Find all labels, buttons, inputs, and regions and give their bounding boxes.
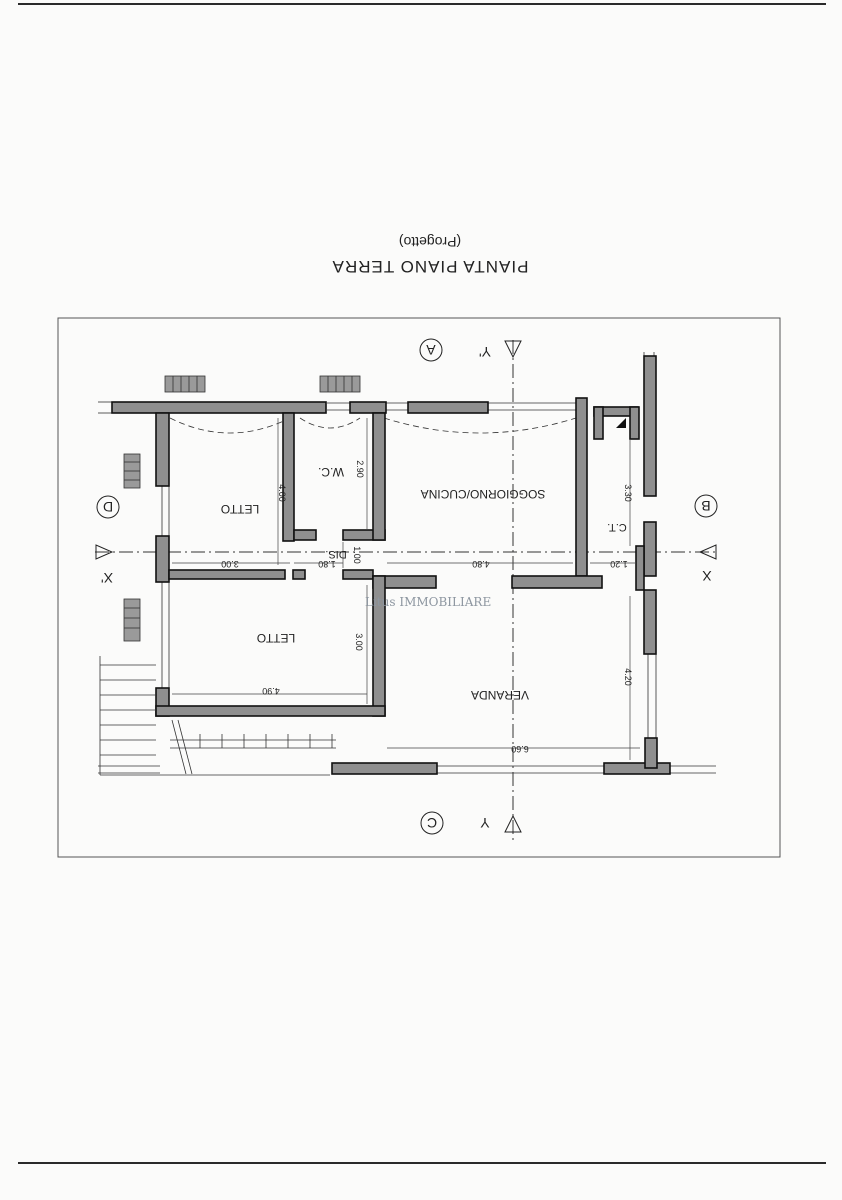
room-letto-top: LETTO [221,502,259,516]
section-a-circle [419,338,443,362]
drawing-frame [57,317,781,858]
radiators [123,375,361,642]
top-rule [18,3,826,5]
section-d-circle [96,495,120,519]
window-lines [98,352,716,774]
chimney-mark [616,418,626,428]
section-a-label: A [426,342,436,358]
axis-y-top-label: Y' [479,344,491,360]
section-d-label: D [103,499,113,515]
watermark-litus-immobiliare: Litus IMMOBILIARE [365,595,491,609]
dim-300a: 3.00 [221,559,239,569]
room-dis: DIS. [325,548,346,560]
room-labels: LETTO W.C. SOGGIORNO/CUCINA DIS. LETTO V… [221,465,627,702]
room-veranda: VERANDA [471,688,529,702]
dim-180: 1.80 [318,559,336,569]
section-c-circle [420,811,444,835]
section-b-label: B [701,498,710,514]
axis-y-top-marker [504,340,522,359]
section-b-circle [694,494,718,518]
axis-x-left-marker [95,544,114,560]
dim-330: 3.30 [623,484,633,502]
walls [111,355,671,775]
axis-x-right-label: X [702,568,712,584]
dim-120: 1.20 [610,559,628,569]
bottom-rule [18,1162,826,1164]
stairs [99,656,336,776]
dim-400: 4.00 [277,484,287,502]
dim-300b: 3.00 [354,633,364,651]
dim-480: 4.80 [472,559,490,569]
room-wc: W.C. [318,465,344,479]
door-arcs [169,417,577,434]
dim-100: 1.00 [352,546,362,564]
dim-660: 6.60 [511,744,529,754]
axis-y-bottom-marker [504,814,522,833]
room-letto-bottom: LETTO [257,631,295,645]
plan-subtitle: (Progetto) [399,234,461,250]
dimension-lines [172,418,640,760]
plan-title: PIANTA PIANO TERRA [332,257,529,276]
room-soggiorno-cucina: SOGGIORNO/CUCINA [421,487,546,501]
axis-x-left-label: X' [101,570,113,586]
axis-x-right-marker [698,544,717,560]
title-block: PIANTA PIANO TERRA (Progetto) [332,234,529,276]
room-ct: C.T. [607,521,627,533]
dim-290: 2.90 [355,460,365,478]
section-c-label: C [427,815,437,831]
dimension-labels: 4.00 2.90 3.30 3.00 1.80 1.00 4.80 1.20 … [221,460,633,754]
dim-490: 4.90 [262,686,280,696]
dim-420: 4.20 [623,668,633,686]
axis-y-bottom-label: Y [480,815,490,831]
